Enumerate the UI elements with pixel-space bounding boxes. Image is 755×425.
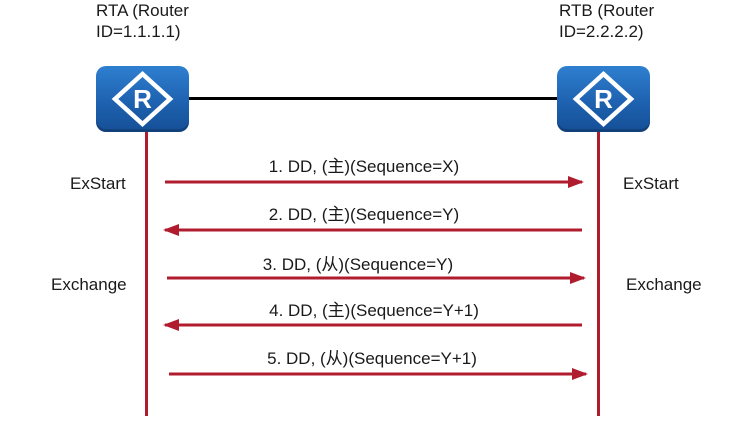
rtb-state-exchange: Exchange [626, 275, 702, 294]
rtb-state-exstart: ExStart [623, 174, 679, 193]
message-label-5: 5. DD, (从)(Sequence=Y+1) [267, 349, 477, 368]
router-icon: R [572, 70, 635, 128]
rta-lifeline [145, 132, 148, 416]
rta-title-line1: RTA (Router [96, 1, 189, 20]
rta-icon-letter: R [133, 84, 152, 114]
rta-title-line2: ID=1.1.1.1) [96, 22, 181, 41]
rtb-lifeline [597, 132, 600, 416]
rta-title: RTA (Router ID=1.1.1.1) [96, 0, 189, 42]
message-label-4: 4. DD, (主)(Sequence=Y+1) [269, 301, 479, 320]
rtb-icon-letter: R [594, 84, 613, 114]
router-link [189, 97, 559, 100]
rta-router: R [96, 66, 189, 132]
rtb-title: RTB (Router ID=2.2.2.2) [559, 0, 654, 42]
rtb-title-line2: ID=2.2.2.2) [559, 22, 644, 41]
message-label-1: 1. DD, (主)(Sequence=X) [268, 157, 460, 176]
rtb-router: R [557, 66, 650, 132]
message-label-3: 3. DD, (从)(Sequence=Y) [262, 255, 454, 274]
rta-state-exchange: Exchange [51, 275, 127, 294]
rta-state-exstart: ExStart [70, 174, 126, 193]
message-label-2: 2. DD, (主)(Sequence=Y) [268, 205, 460, 224]
rtb-title-line1: RTB (Router [559, 1, 655, 20]
router-icon: R [111, 70, 174, 128]
